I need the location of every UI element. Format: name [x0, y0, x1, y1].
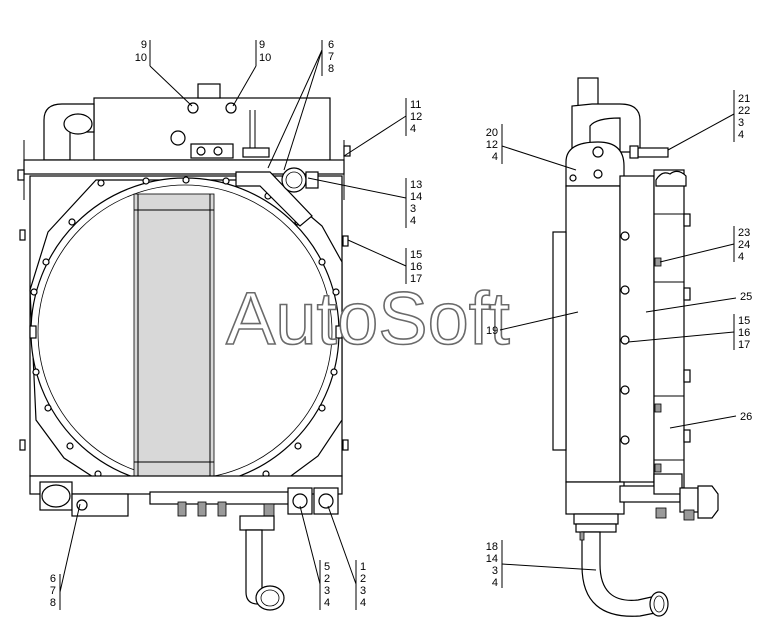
callout-15: 15 [410, 249, 422, 261]
tank-column [565, 185, 621, 483]
core-pack [653, 169, 685, 489]
callout-17: 17 [410, 273, 422, 285]
filler-neck [197, 83, 221, 99]
callout-18: 18 [486, 541, 498, 553]
callout-14: 14 [410, 191, 422, 203]
callout-10-a: 10 [135, 52, 147, 64]
callout-23: 23 [738, 227, 750, 239]
callout-4-side-b: 4 [738, 129, 744, 141]
callout-16: 16 [410, 261, 422, 273]
callout-3-side-b: 3 [492, 565, 498, 577]
callout-4-side-a: 4 [492, 151, 498, 163]
leader-lines [59, 40, 737, 610]
front-view-radiator [17, 83, 351, 611]
callout-11: 11 [410, 99, 421, 111]
callout-3-b: 3 [324, 585, 330, 597]
callout-20: 20 [486, 127, 498, 139]
callout-4-c: 4 [324, 597, 330, 609]
side-view-radiator [552, 77, 719, 617]
callout-3-a: 3 [410, 203, 416, 215]
callout-22: 22 [738, 105, 750, 117]
callout-7-top: 7 [328, 51, 334, 63]
core-panel [133, 193, 215, 477]
callout-26: 26 [740, 411, 752, 423]
callout-9-a: 9 [141, 39, 147, 51]
callout-24: 24 [738, 239, 750, 251]
callout-13: 13 [410, 179, 422, 191]
callout-3-c: 3 [360, 585, 366, 597]
callout-17-side: 17 [738, 339, 750, 351]
callout-21: 21 [738, 93, 750, 105]
callout-4-side-c: 4 [738, 251, 744, 263]
watermark-text: AutoSoft [226, 277, 510, 360]
callout-2-a: 2 [324, 573, 330, 585]
callout-4-a: 4 [410, 123, 416, 135]
callout-12: 12 [410, 111, 422, 123]
callout-labels: 9 10 9 10 6 7 8 11 12 4 13 14 3 4 15 16 … [50, 39, 752, 609]
callout-8-bottom: 8 [50, 597, 56, 609]
callout-15-side: 15 [738, 315, 750, 327]
callout-7-bottom: 7 [50, 585, 56, 597]
callout-6-top: 6 [328, 39, 334, 51]
callout-10-b: 10 [259, 52, 271, 64]
callout-19: 19 [486, 325, 498, 337]
mount-bracket [565, 141, 625, 187]
callout-3-side-a: 3 [738, 117, 744, 129]
callout-2-b: 2 [360, 573, 366, 585]
callout-4-side-d: 4 [492, 577, 498, 589]
callout-25: 25 [740, 291, 752, 303]
callout-4-b: 4 [410, 215, 416, 227]
callout-1: 1 [360, 561, 366, 573]
callout-4-d: 4 [360, 597, 366, 609]
callout-6-bottom: 6 [50, 573, 56, 585]
callout-14-side: 14 [486, 553, 498, 565]
callout-8-top: 8 [328, 63, 334, 75]
callout-9-b: 9 [259, 39, 265, 51]
callout-16-side: 16 [738, 327, 750, 339]
callout-12-side: 12 [486, 139, 498, 151]
callout-5: 5 [324, 561, 330, 573]
